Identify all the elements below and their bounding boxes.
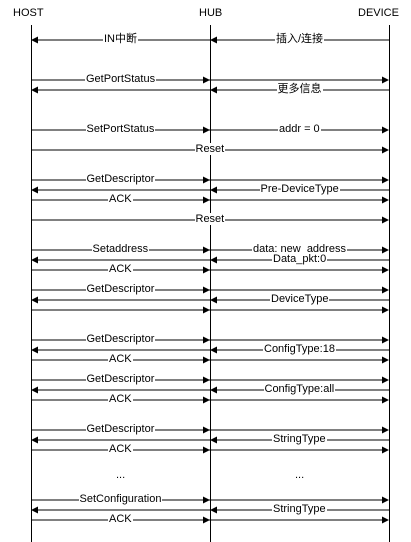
arrowhead-13 [31,296,38,304]
message-label: Reset [194,213,226,225]
message-label: SetPortStatus [85,123,156,135]
arrowhead-11 [382,266,389,274]
arrowhead-15-hub [203,336,210,344]
arrowhead-18 [382,376,389,384]
lifeline-host [31,25,32,542]
arrowhead-25-hub [203,496,210,504]
arrowhead-2 [31,86,38,94]
arrowhead-22-hub [210,436,217,444]
message-label: ACK [108,263,133,275]
message-label: StringType [272,503,327,515]
arrowhead-4 [382,146,389,154]
arrowhead-8 [382,216,389,224]
arrowhead-7-hub [203,196,210,204]
arrowhead-12 [382,286,389,294]
message-label: ACK [108,443,133,455]
arrowhead-23-hub [203,446,210,454]
arrowhead-6-hub [210,186,217,194]
message-label: ConfigType:18 [263,343,336,355]
arrowhead-7 [382,196,389,204]
arrowhead-12-hub [203,286,210,294]
arrowhead-10-hub [210,256,217,264]
arrowhead-16 [31,346,38,354]
arrowhead-26-hub [210,506,217,514]
arrowhead-19 [31,386,38,394]
lifeline-label-hub: HUB [199,7,223,19]
arrowhead-1-hub [203,76,210,84]
arrowhead-22 [31,436,38,444]
arrowhead-17-hub [203,356,210,364]
arrowhead-18-hub [203,376,210,384]
message-label: Data_pkt:0 [272,253,328,265]
arrowhead-11-hub [203,266,210,274]
arrowhead-25 [382,496,389,504]
message-label: Setaddress [91,243,150,255]
message-label: GetDescriptor [85,373,156,385]
arrowhead-0-hub [210,36,217,44]
arrowhead-20-hub [203,396,210,404]
message-label: GetDescriptor [85,283,156,295]
arrowhead-23 [382,446,389,454]
message-label: 插入/连接 [275,33,325,45]
arrowhead-13-hub [210,296,217,304]
arrowhead-26 [31,506,38,514]
lifeline-device [389,25,390,542]
message-label: GetDescriptor [85,333,156,345]
lifeline-hub [210,25,211,542]
message-label: GetDescriptor [85,173,156,185]
arrowhead-27 [382,516,389,524]
arrowhead-6 [31,186,38,194]
message-label: ACK [108,353,133,365]
arrowhead-16-hub [210,346,217,354]
arrowhead-10 [31,256,38,264]
arrowhead-2-hub [210,86,217,94]
arrowhead-9-hub [203,246,210,254]
message-label: GetDescriptor [85,423,156,435]
message-label: DeviceType [270,293,330,305]
arrowhead-21-hub [203,426,210,434]
message-label: GetPortStatus [85,73,157,85]
arrowhead-0 [31,36,38,44]
lifeline-label-host: HOST [13,7,44,19]
arrowhead-5-hub [203,176,210,184]
message-label: StringType [272,433,327,445]
arrowhead-20 [382,396,389,404]
message-label: ACK [108,193,133,205]
message-label: 更多信息 [276,83,323,95]
arrowhead-9 [382,246,389,254]
arrowhead-19-hub [210,386,217,394]
message-label: IN中断 [103,33,138,45]
message-label: Reset [194,143,226,155]
arrowhead-5 [382,176,389,184]
lifeline-label-device: DEVICE [358,7,399,19]
message-label: ConfigType:all [263,383,336,395]
message-label: data: new_address [252,243,347,255]
message-label: ... [294,469,306,481]
message-label: ... [115,469,127,481]
arrowhead-15 [382,336,389,344]
arrowhead-14 [382,306,389,314]
message-label: ACK [108,513,133,525]
arrowhead-1 [382,76,389,84]
message-label: ACK [108,393,133,405]
arrowhead-3 [382,126,389,134]
arrowhead-27-hub [203,516,210,524]
arrowhead-21 [382,426,389,434]
message-label: SetConfiguration [78,493,163,505]
arrowhead-14-hub [203,306,210,314]
message-label: addr = 0 [278,123,321,135]
arrowhead-3-hub [203,126,210,134]
message-label: Pre-DeviceType [259,183,340,195]
arrowhead-17 [382,356,389,364]
